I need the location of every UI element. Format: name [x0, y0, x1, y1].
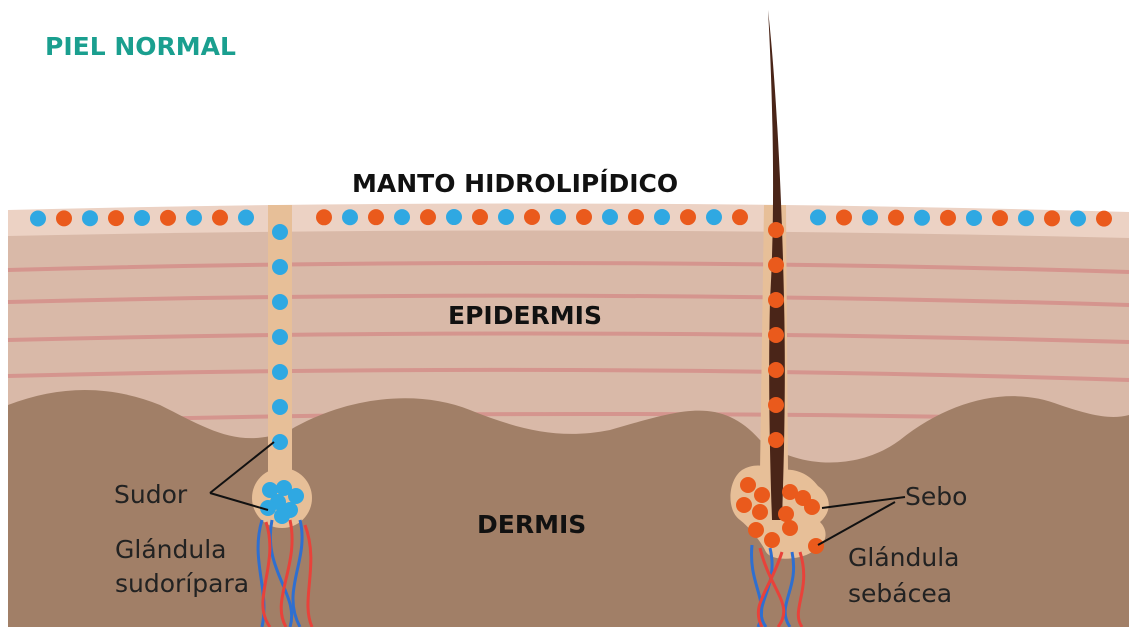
- sweat-drop: [272, 434, 288, 450]
- sweat-drop: [394, 209, 410, 225]
- label-hydrolipidic-film: MANTO HIDROLIPÍDICO: [352, 169, 678, 198]
- sebum-drop: [748, 522, 764, 538]
- sebum-drop: [768, 432, 784, 448]
- sebum-drop: [764, 532, 780, 548]
- sweat-drop: [272, 224, 288, 240]
- sebum-drop: [808, 538, 824, 554]
- sebum-drop: [1044, 210, 1060, 226]
- sebum-drop: [732, 209, 748, 225]
- sweat-drop: [272, 329, 288, 345]
- sweat-drop: [186, 210, 202, 226]
- sweat-drop: [272, 259, 288, 275]
- sebum-drop: [160, 210, 176, 226]
- sebum-drop: [782, 520, 798, 536]
- sweat-drop: [238, 210, 254, 226]
- sebum-drop: [940, 210, 956, 226]
- sebum-drop: [108, 210, 124, 226]
- sebum-drop: [768, 222, 784, 238]
- label-sweat-gland-line2: sudorípara: [115, 569, 249, 598]
- label-sweat-gland-line1: Glándula: [115, 535, 226, 564]
- sebum-drop: [368, 209, 384, 225]
- sebum-drop: [754, 487, 770, 503]
- sebum-drop: [768, 257, 784, 273]
- sweat-drop: [1018, 210, 1034, 226]
- label-sweat: Sudor: [114, 480, 188, 509]
- sebum-drop: [680, 209, 696, 225]
- sweat-drop: [342, 209, 358, 225]
- label-sebaceous-gland-line1: Glándula: [848, 543, 959, 572]
- sebum-drop: [212, 210, 228, 226]
- page-title: PIEL NORMAL: [45, 32, 236, 61]
- sebum-drop: [804, 499, 820, 515]
- sweat-drop: [602, 209, 618, 225]
- sweat-drop: [862, 210, 878, 226]
- sebum-drop: [628, 209, 644, 225]
- label-dermis: DERMIS: [477, 510, 586, 539]
- sebum-drop: [1096, 211, 1112, 227]
- sebum-drop: [740, 477, 756, 493]
- sweat-drop: [810, 209, 826, 225]
- sebum-drop: [524, 209, 540, 225]
- sweat-drop: [550, 209, 566, 225]
- sweat-drop: [498, 209, 514, 225]
- sebum-drop: [768, 362, 784, 378]
- sweat-drop: [82, 210, 98, 226]
- sweat-drop: [272, 294, 288, 310]
- sebum-drop: [736, 497, 752, 513]
- label-sebum: Sebo: [905, 482, 967, 511]
- sebum-drop: [472, 209, 488, 225]
- sweat-drop: [134, 210, 150, 226]
- sebum-drop: [836, 209, 852, 225]
- sweat-drop: [274, 508, 290, 524]
- sebum-drop: [768, 292, 784, 308]
- sebum-drop: [768, 397, 784, 413]
- sebum-drop: [56, 210, 72, 226]
- sweat-drop: [706, 209, 722, 225]
- label-epidermis: EPIDERMIS: [448, 301, 602, 330]
- sebum-drop: [778, 506, 794, 522]
- sebum-drop: [768, 327, 784, 343]
- sweat-drop: [272, 364, 288, 380]
- sebum-drop: [420, 209, 436, 225]
- sweat-drop: [1070, 210, 1086, 226]
- sebum-drop: [576, 209, 592, 225]
- sweat-drop: [966, 210, 982, 226]
- sweat-drop: [914, 210, 930, 226]
- sebum-drop: [992, 210, 1008, 226]
- sebum-drop: [752, 504, 768, 520]
- sweat-drop: [446, 209, 462, 225]
- sebum-drop: [888, 210, 904, 226]
- sweat-drop: [654, 209, 670, 225]
- sebum-drop: [316, 209, 332, 225]
- sweat-drop: [272, 399, 288, 415]
- label-sebaceous-gland-line2: sebácea: [848, 579, 952, 608]
- sweat-drop: [288, 488, 304, 504]
- sweat-drop: [30, 210, 46, 226]
